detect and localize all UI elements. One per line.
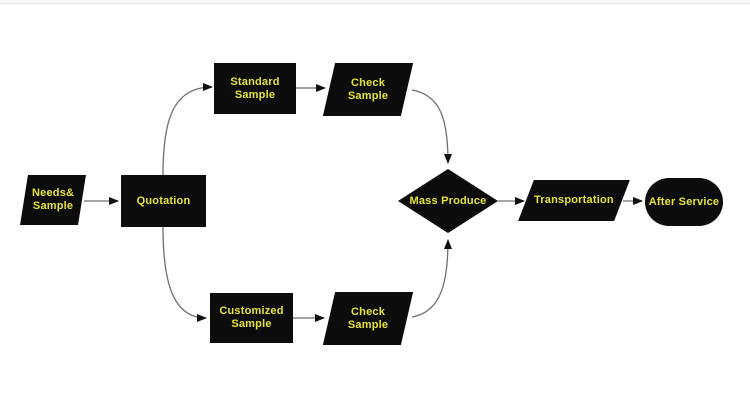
node-after-service-label: After Service — [648, 195, 720, 208]
node-standard-sample: Standard Sample — [214, 63, 296, 114]
edge-check-bottom-to-mass — [411, 239, 452, 318]
node-check-sample-bottom-label: Check Sample — [347, 305, 389, 331]
edge-check-top-to-mass — [411, 89, 452, 164]
node-standard-sample-label: Standard Sample — [230, 75, 280, 101]
edge-quotation-to-customized — [162, 226, 207, 322]
node-transportation-label: Transportation — [534, 194, 614, 206]
node-check-sample-top-label: Check Sample — [347, 76, 389, 102]
node-check-sample-top: Check Sample — [322, 63, 414, 116]
node-check-sample-bottom: Check Sample — [322, 292, 414, 345]
node-after-service: After Service — [645, 178, 723, 226]
node-needs-sample-label: Needs& Sample — [31, 187, 75, 212]
node-customized-sample-label: Customized Sample — [219, 305, 284, 330]
node-customized-sample: Customized Sample — [210, 293, 293, 343]
node-transportation: Transportation — [518, 180, 630, 221]
node-quotation-label: Quotation — [136, 194, 191, 207]
node-needs-sample: Needs& Sample — [20, 175, 86, 225]
node-quotation: Quotation — [121, 175, 206, 227]
node-mass-produce-label: Mass Produce — [409, 194, 487, 207]
page-top-divider — [0, 0, 750, 4]
edge-quotation-to-standard — [162, 83, 213, 176]
